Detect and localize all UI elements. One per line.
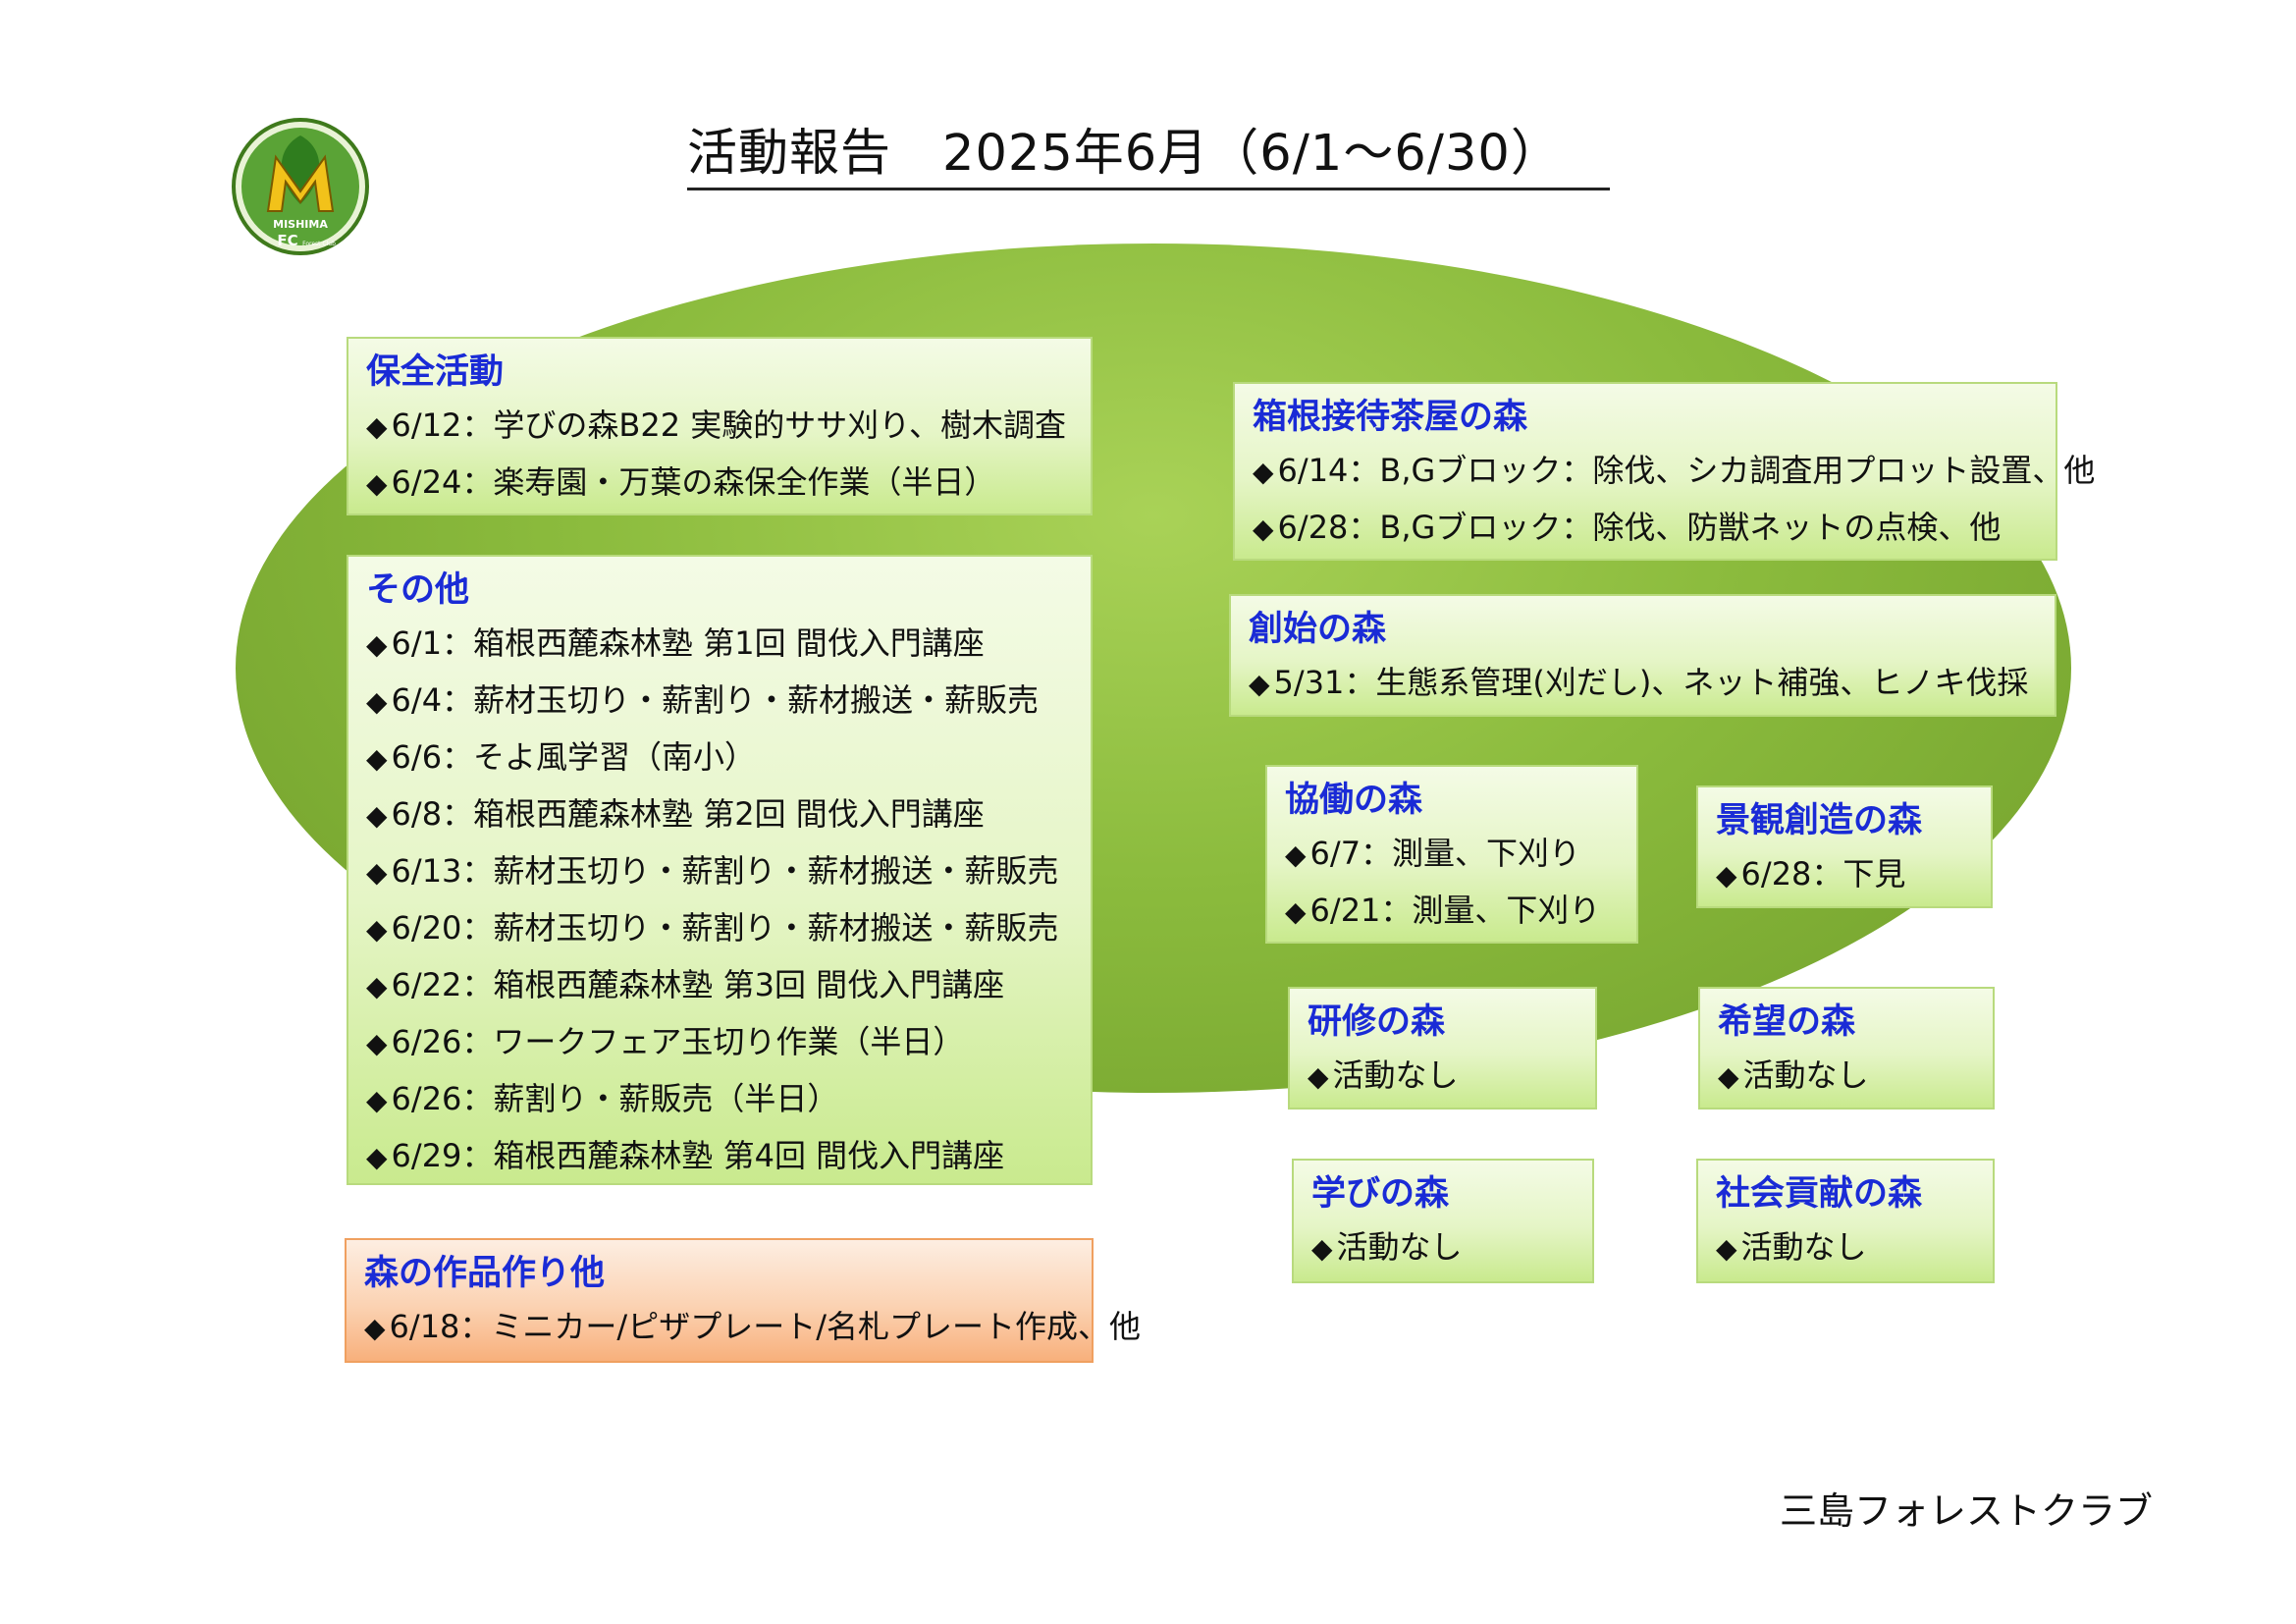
page-title: 活動報告 2025年6月（6/1～6/30） <box>687 125 1610 190</box>
logo-text-small: Forest Club <box>302 241 336 247</box>
logo-text-top: MISHIMA <box>273 218 328 231</box>
list-item: ◆6/28：B,Gブロック：除伐、防獣ネットの点検、他 <box>1253 509 2002 546</box>
box-keikan-heading: 景観創造の森 <box>1716 801 1923 840</box>
box-keikan: 景観創造の森 ◆6/28：下見 <box>1696 785 1993 908</box>
box-shakai: 社会貢献の森 ◆活動なし <box>1696 1159 1995 1283</box>
box-sakuhin-heading: 森の作品作り他 <box>364 1254 606 1293</box>
box-sakuhin: 森の作品作り他 ◆6/18：ミニカー/ピザプレート/名札プレート作成、他 <box>345 1238 1141 1363</box>
organization-name: 三島フォレストクラブ <box>1780 1489 2154 1533</box>
box-soshi: 創始の森 ◆5/31：生態系管理(刈だし)、ネット補強、ヒノキ伐採 <box>1229 594 2056 717</box>
list-item: ◆6/22：箱根西麓森林塾 第3回 間伐入門講座 <box>366 966 1005 1003</box>
box-sonota: その他 ◆6/1：箱根西麓森林塾 第1回 間伐入門講座 ◆6/4：薪材玉切り・薪… <box>347 555 1093 1185</box>
box-kenshu: 研修の森 ◆活動なし <box>1288 987 1597 1110</box>
box-soshi-heading: 創始の森 <box>1249 610 1387 649</box>
list-item: ◆活動なし <box>1718 1056 1869 1094</box>
club-logo: MISHIMA FC Forest Club <box>229 118 372 255</box>
list-item: ◆6/8：箱根西麓森林塾 第2回 間伐入門講座 <box>366 795 985 833</box>
list-item: ◆6/18：ミニカー/ピザプレート/名札プレート作成、他 <box>364 1308 1141 1345</box>
list-item: ◆6/14：B,Gブロック：除伐、シカ調査用プロット設置、他 <box>1253 452 2096 489</box>
box-manabi: 学びの森 ◆活動なし <box>1292 1159 1594 1283</box>
box-kibo-heading: 希望の森 <box>1718 1002 1856 1042</box>
list-item: ◆6/20：薪材玉切り・薪割り・薪材搬送・薪販売 <box>366 909 1059 947</box>
box-kenshu-heading: 研修の森 <box>1308 1002 1446 1042</box>
list-item: ◆6/21：測量、下刈り <box>1285 892 1601 929</box>
box-hakone: 箱根接待茶屋の森 ◆6/14：B,Gブロック：除伐、シカ調査用プロット設置、他 … <box>1233 382 2096 561</box>
list-item: ◆6/4：薪材玉切り・薪割り・薪材搬送・薪販売 <box>366 681 1040 719</box>
box-manabi-heading: 学びの森 <box>1311 1174 1450 1214</box>
list-item: ◆6/6：そよ風学習（南小） <box>366 738 757 776</box>
list-item: ◆6/26：薪割り・薪販売（半日） <box>366 1080 839 1117</box>
list-item: ◆活動なし <box>1716 1228 1867 1266</box>
list-item: ◆6/28：下見 <box>1716 855 1906 893</box>
box-kibo: 希望の森 ◆活動なし <box>1698 987 1995 1110</box>
list-item: ◆6/13：薪材玉切り・薪割り・薪材搬送・薪販売 <box>366 852 1059 890</box>
list-item: ◆6/7：測量、下刈り <box>1285 835 1581 872</box>
box-hakone-heading: 箱根接待茶屋の森 <box>1253 398 1528 437</box>
box-kyodo: 協働の森 ◆6/7：測量、下刈り ◆6/21：測量、下刈り <box>1265 765 1638 944</box>
box-shakai-heading: 社会貢献の森 <box>1716 1174 1923 1214</box>
box-kyodo-heading: 協働の森 <box>1285 781 1423 820</box>
box-sonota-heading: その他 <box>366 570 470 610</box>
list-item: ◆活動なし <box>1308 1056 1459 1094</box>
list-item: ◆6/12：学びの森B22 実験的ササ刈り、樹木調査 <box>366 406 1066 444</box>
logo-text-mid: FC <box>277 232 297 249</box>
list-item: ◆活動なし <box>1311 1228 1463 1266</box>
list-item: ◆5/31：生態系管理(刈だし)、ネット補強、ヒノキ伐採 <box>1249 664 2029 701</box>
list-item: ◆6/26：ワークフェア玉切り作業（半日） <box>366 1023 965 1060</box>
list-item: ◆6/1：箱根西麓森林塾 第1回 間伐入門講座 <box>366 624 985 662</box>
box-hozen-heading: 保全活動 <box>366 352 505 392</box>
list-item: ◆6/29：箱根西麓森林塾 第4回 間伐入門講座 <box>366 1137 1005 1174</box>
box-hozen: 保全活動 ◆6/12：学びの森B22 実験的ササ刈り、樹木調査 ◆6/24：楽寿… <box>347 337 1093 515</box>
list-item: ◆6/24：楽寿園・万葉の森保全作業（半日） <box>366 463 996 501</box>
